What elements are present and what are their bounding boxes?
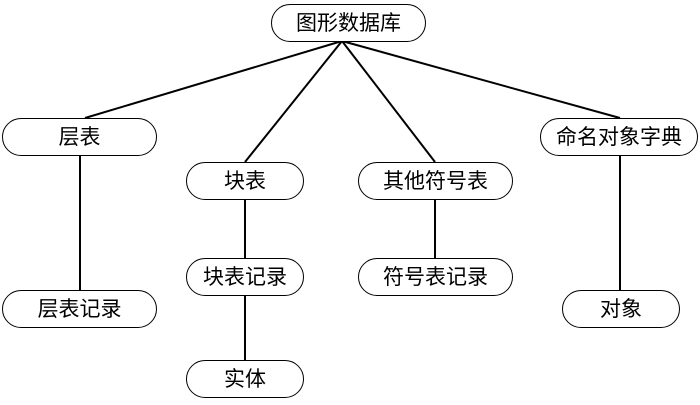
node-other-symbol-table: 其他符号表 [358,162,513,200]
edge-root-named-object-dictionary [341,40,621,119]
node-object: 对象 [562,290,680,328]
node-layer-table-record: 层表记录 [2,290,157,328]
node-block-table: 块表 [186,162,304,200]
node-entity: 实体 [186,360,304,398]
node-named-object-dictionary: 命名对象字典 [540,118,698,156]
node-symbol-table-record: 符号表记录 [358,258,513,296]
node-layer-table: 层表 [2,118,157,156]
node-block-table-record: 块表记录 [186,258,304,296]
edge-root-other-symbol-table [341,40,436,163]
edge-root-layer-table [84,40,343,119]
node-root: 图形数据库 [271,4,426,42]
edge-root-block-table [244,40,343,163]
